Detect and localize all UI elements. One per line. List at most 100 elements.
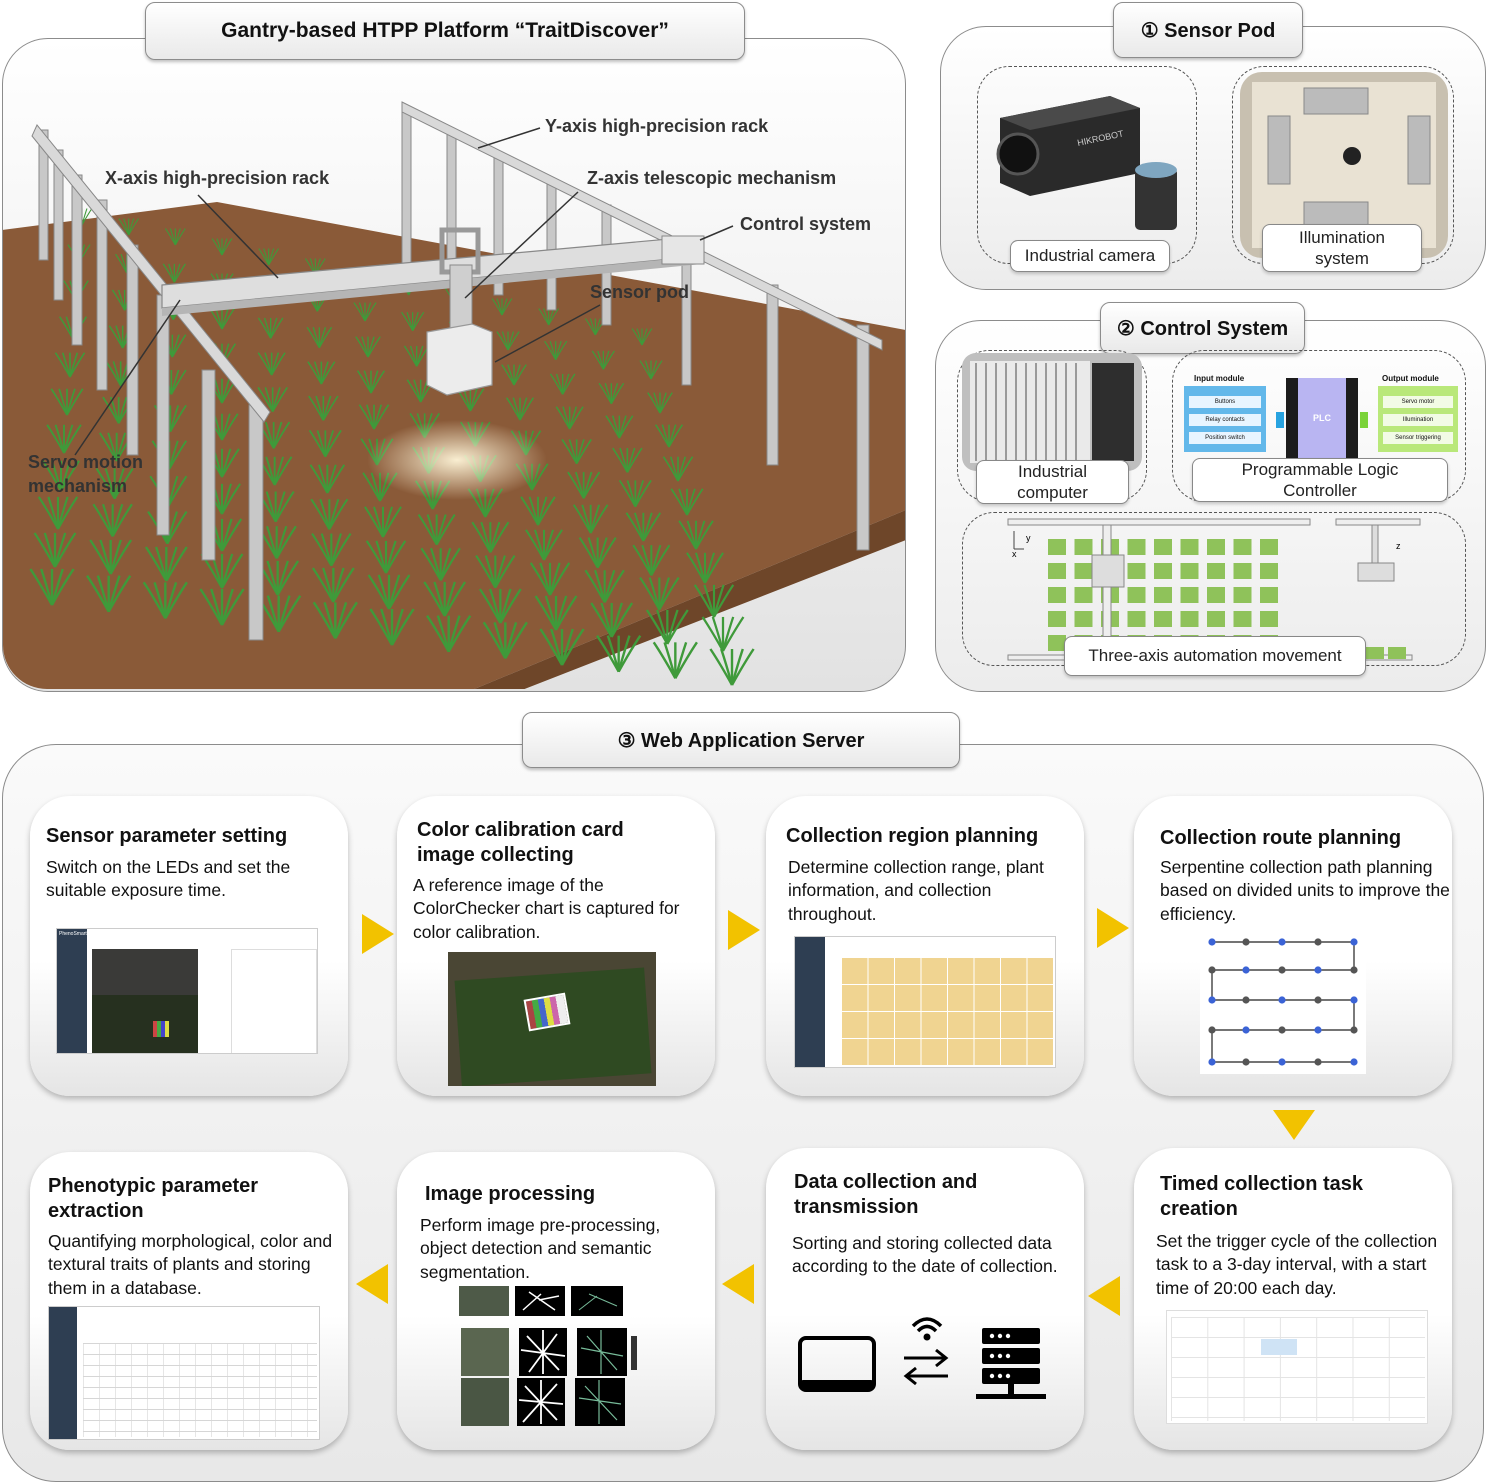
card-route-planning: Collection route planning Serpentine col… [1134, 796, 1452, 1096]
rice-plant [590, 602, 634, 638]
gantry-illustration [3, 101, 905, 689]
rice-plant [86, 575, 132, 613]
plc-input-2: Position switch [1189, 432, 1261, 444]
rice-plant [257, 317, 284, 339]
rice-plant [520, 496, 556, 526]
pc-label-2: computer [1017, 483, 1088, 502]
plot-cell [1074, 539, 1093, 555]
callout-z-axis: Z-axis telescopic mechanism [587, 168, 837, 188]
card-title: Phenotypic parameter extraction [48, 1175, 259, 1222]
card-desc: Quantifying morphological, color and tex… [48, 1231, 333, 1298]
plot-cell [1154, 539, 1172, 555]
rice-plant [670, 488, 704, 516]
plc-output-title: Output module [1382, 374, 1439, 383]
rice-plant [365, 540, 407, 574]
rice-plant [482, 621, 528, 659]
route-node [1208, 996, 1216, 1004]
database-screenshot [48, 1306, 320, 1440]
colorchecker-photo [448, 952, 656, 1086]
rice-plant [95, 467, 134, 500]
card-desc: Sorting and storing collected data accor… [792, 1233, 1058, 1277]
rice-plant [686, 552, 724, 584]
app-logo: PhenoSmart [59, 931, 87, 937]
rice-plant [358, 404, 390, 430]
card-sensor-parameter: Sensor parameter setting Switch on the L… [30, 796, 348, 1096]
plc-center: PLC [1298, 378, 1346, 458]
route-node [1242, 966, 1250, 974]
rice-plant [42, 460, 80, 492]
plc-diagram: Input module Output module Buttons Relay… [1182, 374, 1462, 458]
rice-plant [199, 588, 245, 626]
plot-cell [1233, 563, 1252, 579]
plot-cell [1233, 587, 1252, 603]
card-title: Data collection and transmission [794, 1171, 978, 1218]
rice-plant [678, 520, 714, 550]
rice-plant [662, 456, 694, 482]
rice-plant [496, 331, 520, 351]
rice-plant [355, 336, 381, 358]
rice-plant [639, 360, 663, 380]
card-timed-task: Timed collection task creation Set the t… [1134, 1148, 1452, 1450]
rice-plant [572, 504, 609, 534]
route-node [1350, 1026, 1358, 1034]
card-desc: A reference image of the ColorChecker ch… [413, 875, 680, 942]
rice-plant [475, 554, 516, 589]
rice-plant [89, 539, 133, 575]
rice-plant [654, 424, 684, 448]
plc-input-1: Relay contacts [1189, 414, 1261, 426]
rice-plant [50, 388, 84, 416]
rice-plant [639, 576, 680, 611]
arrow-left-3 [356, 1264, 388, 1304]
plot-cell [1180, 563, 1199, 579]
route-node [1278, 1058, 1286, 1066]
rice-plant [258, 248, 280, 266]
rice-plant [306, 326, 333, 348]
card-title: Collection region planning [786, 825, 1039, 847]
rice-plant [423, 581, 467, 617]
illumination-label-2: system [1315, 249, 1369, 268]
rice-plant [555, 406, 584, 430]
axis-y-label: y [1026, 533, 1031, 543]
rice-plant [701, 616, 745, 652]
rice-plant [92, 503, 133, 537]
card-title: Collection route planning [1160, 827, 1402, 849]
arrow-right-1 [362, 914, 394, 954]
plc-input-0: Buttons [1189, 396, 1261, 408]
rice-plant [631, 328, 653, 346]
plot-cell [1048, 563, 1066, 579]
rice-plant [29, 568, 75, 606]
plot-cell [1127, 539, 1146, 555]
rice-plant [567, 471, 601, 499]
rice-plant [54, 352, 86, 378]
card-desc: Switch on the LEDs and set the suitable … [46, 857, 291, 901]
wifi-icon [911, 1317, 943, 1341]
route-node [1350, 996, 1358, 1004]
plot-cell [1154, 611, 1172, 627]
rice-plant [142, 581, 188, 619]
rice-plant [625, 512, 662, 542]
callout-sensor-pod: Sensor pod [590, 282, 690, 302]
rice-plant [525, 529, 563, 561]
route-node [1278, 938, 1286, 946]
plot-cell [1180, 587, 1199, 603]
rice-plant [308, 395, 339, 421]
card-desc: Perform image pre-processing, object det… [420, 1215, 661, 1282]
plot-cell [1233, 611, 1252, 627]
card-color-calibration: Color calibration card image collecting … [397, 796, 715, 1096]
control-box [661, 235, 705, 265]
plot-cell [1233, 539, 1252, 555]
plc-label-1: Programmable Logic [1241, 459, 1399, 479]
main-panel-title: Gantry-based HTPP Platform “TraitDiscove… [145, 2, 745, 60]
card-title: Image processing [425, 1183, 596, 1205]
plot-cell [1048, 539, 1066, 555]
callout-servo-2: mechanism [28, 476, 128, 496]
route-node [1208, 1026, 1216, 1034]
route-node [1278, 966, 1286, 974]
pc-label-1: Industrial [1018, 461, 1087, 481]
route-node [1242, 1026, 1250, 1034]
plot-cell [1260, 563, 1278, 579]
camera-label: Industrial camera [1010, 240, 1170, 272]
plot-cell [1127, 587, 1146, 603]
route-node [1208, 938, 1216, 946]
plot-cell [1180, 611, 1199, 627]
